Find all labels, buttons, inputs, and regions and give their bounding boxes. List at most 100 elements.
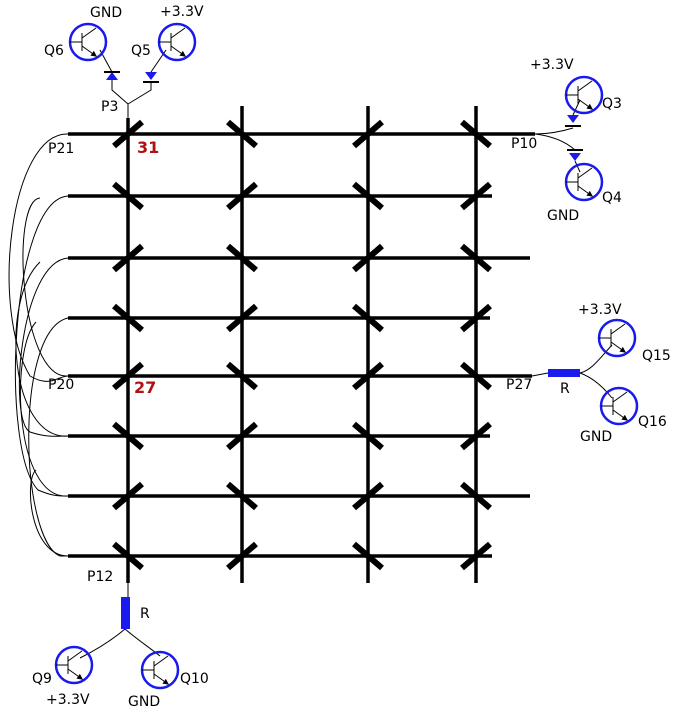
transistor-label: Q15 [642, 348, 671, 364]
transistor-collector [153, 655, 169, 667]
transistor-label: Q6 [44, 43, 64, 59]
transistor-collector [170, 27, 186, 39]
led-diode [352, 361, 384, 391]
led-diode [112, 481, 144, 511]
resistor-bottom [121, 597, 130, 629]
led-diode [112, 181, 144, 211]
led-diode [460, 181, 492, 211]
led-diode [226, 421, 258, 451]
wire [22, 197, 69, 377]
driver-diodes [104, 71, 583, 161]
transistor-emitter [577, 98, 593, 110]
led-diode [352, 119, 384, 149]
transistor-label: Q4 [602, 190, 622, 206]
transistor-q9: Q9 +3.3V [32, 645, 94, 707]
wire [127, 82, 152, 105]
led-diode [226, 243, 258, 273]
transistor-collector [610, 323, 626, 335]
wire [19, 321, 69, 497]
led-diode [112, 119, 144, 149]
led-diode [460, 361, 492, 391]
pin-label-p27: P27 [506, 377, 532, 393]
led-diode [226, 541, 258, 571]
led-diode [112, 303, 144, 333]
led-diode [352, 243, 384, 273]
pin-label-p10: P10 [511, 136, 537, 152]
led-diode [112, 541, 144, 571]
transistor-collector [612, 391, 628, 403]
transistor-label: Q16 [638, 414, 667, 430]
wire [111, 80, 129, 120]
transistor-collector [67, 650, 83, 662]
led-diode [112, 361, 144, 391]
led-grid [68, 106, 535, 583]
led-diode [460, 541, 492, 571]
transistor-emitter [81, 45, 97, 57]
led-number-top-left: 31 [137, 138, 159, 157]
led-diode [460, 421, 492, 451]
led-diode [352, 421, 384, 451]
transistor-emitter [610, 341, 626, 353]
transistor-collector [577, 167, 593, 179]
transistor-emitter [170, 45, 186, 57]
pin-label-p3: P3 [101, 99, 118, 115]
wire [534, 133, 576, 151]
led-diode [352, 481, 384, 511]
wire [79, 628, 126, 659]
transistor-label: Q10 [180, 671, 209, 687]
wire [14, 195, 69, 497]
transistor-emitter [577, 185, 593, 197]
transistor-q15: Q15 +3.3V [578, 302, 671, 364]
rail-label: +3.3V [160, 4, 204, 20]
led-diode [460, 119, 492, 149]
wire [8, 133, 69, 382]
rail-label: GND [90, 5, 122, 21]
resistor-bottom-label: R [140, 606, 150, 622]
rail-label: +3.3V [530, 57, 574, 73]
rail-label: +3.3V [46, 692, 90, 707]
transistor-label: Q3 [602, 96, 622, 112]
transistor-collector [577, 80, 593, 92]
pin-label-p21: P21 [48, 141, 74, 157]
transistor-emitter [153, 673, 169, 685]
wire [531, 372, 549, 377]
led-diode [226, 303, 258, 333]
resistor-right [548, 369, 580, 377]
led-diode [112, 421, 144, 451]
led-diode [226, 181, 258, 211]
rail-label: GND [128, 694, 160, 707]
transistor-label: Q9 [32, 671, 52, 687]
wire [28, 317, 69, 557]
resistor-right-label: R [560, 381, 570, 397]
led-diode [226, 361, 258, 391]
led-diode [460, 481, 492, 511]
led-diode [226, 119, 258, 149]
rail-label: +3.3V [578, 302, 622, 318]
wire [18, 257, 69, 437]
transistor-label: Q5 [131, 43, 151, 59]
led-diode [460, 243, 492, 273]
led-diode [352, 181, 384, 211]
transistor-emitter [67, 668, 83, 680]
led-diode [352, 303, 384, 333]
led-diode [460, 303, 492, 333]
rail-label: GND [547, 208, 579, 224]
transistor-q6: Q6 GND [44, 5, 122, 62]
transistor-collector [81, 27, 97, 39]
led-number-row5-left: 27 [134, 378, 156, 397]
led-diode [226, 481, 258, 511]
wire [124, 628, 161, 657]
transistor-layer: Q6GNDQ5+3.3VQ3+3.3VQ4GNDQ15+3.3VQ16GNDQ9… [32, 4, 671, 707]
rail-label: GND [580, 429, 612, 445]
transistor-q3: Q3 +3.3V [530, 57, 622, 115]
wire [579, 344, 613, 374]
transistor-emitter [612, 409, 628, 421]
led-diode [352, 541, 384, 571]
wire [579, 372, 613, 399]
wire [15, 261, 69, 437]
wire [30, 469, 69, 557]
